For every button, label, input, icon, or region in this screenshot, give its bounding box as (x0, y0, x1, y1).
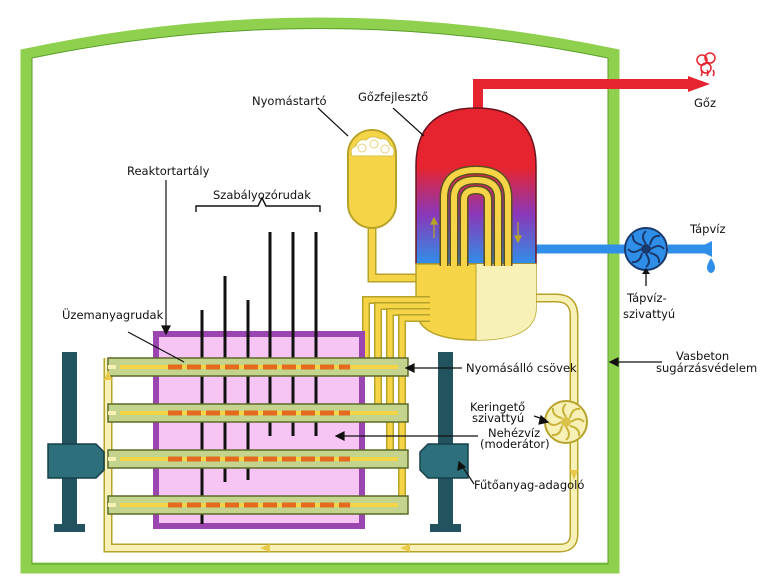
steam-generator-flow-arrows (430, 216, 522, 244)
label-heavy-water-2: (moderátor) (480, 437, 550, 451)
label-feedwater: Tápvíz (689, 222, 726, 236)
feedwater-pump-icon (624, 227, 668, 271)
feedwater-arrow (696, 241, 712, 257)
pressure-tube-row-3 (107, 449, 409, 469)
steam-generator-cold-half (476, 264, 536, 340)
feeder-pipes (362, 296, 430, 504)
flow-arrows-return (104, 370, 578, 552)
label-feedwater-pump-2: szivattyú (623, 307, 675, 321)
label-fuel-rods: Üzemanyagrudak (62, 306, 164, 322)
containment-building (20, 17, 620, 574)
label-circ-pump-1: Keringető (470, 400, 525, 414)
steam-puff-icon (696, 52, 716, 77)
pressurizer-steam-bubbles (350, 136, 395, 157)
label-pressure-tubes: Nyomásálló csövek (466, 361, 577, 375)
fuel-loader-left (47, 352, 105, 532)
label-heavy-water-1: Nehézvíz (488, 426, 540, 440)
circulating-pump-icon (544, 400, 588, 444)
label-control-rods: Szabályozórudak (213, 188, 311, 202)
containment-inner-edge (31, 28, 609, 565)
pressure-tube-row-2 (107, 403, 409, 423)
label-pressurizer: Nyomástartó (252, 94, 327, 108)
pressure-tube-row-4 (107, 495, 409, 515)
label-feedwater-pump-1: Tápvíz- (626, 291, 667, 305)
label-reactor-vessel: Reaktortartály (127, 164, 210, 178)
fuel-loader-right (419, 352, 469, 532)
label-steam-generator: Gőzfejlesztő (358, 90, 428, 104)
steam-generator-u-tubes (439, 165, 513, 266)
label-fuel-loader: Fűtőanyag-adagoló (474, 478, 584, 492)
steam-pipe (473, 79, 690, 118)
label-steam: Gőz (694, 96, 716, 110)
water-drop-icon (707, 258, 715, 273)
left-feeder-connections (108, 365, 116, 507)
steam-arrow (688, 76, 710, 92)
label-circ-pump-2: szivattyú (472, 411, 524, 425)
pressure-tube-row-1 (107, 357, 409, 377)
leader-lines (127, 107, 662, 485)
label-concrete-2: sugárzásvédelem (656, 361, 757, 375)
label-concrete-1: Vasbeton (676, 349, 729, 363)
